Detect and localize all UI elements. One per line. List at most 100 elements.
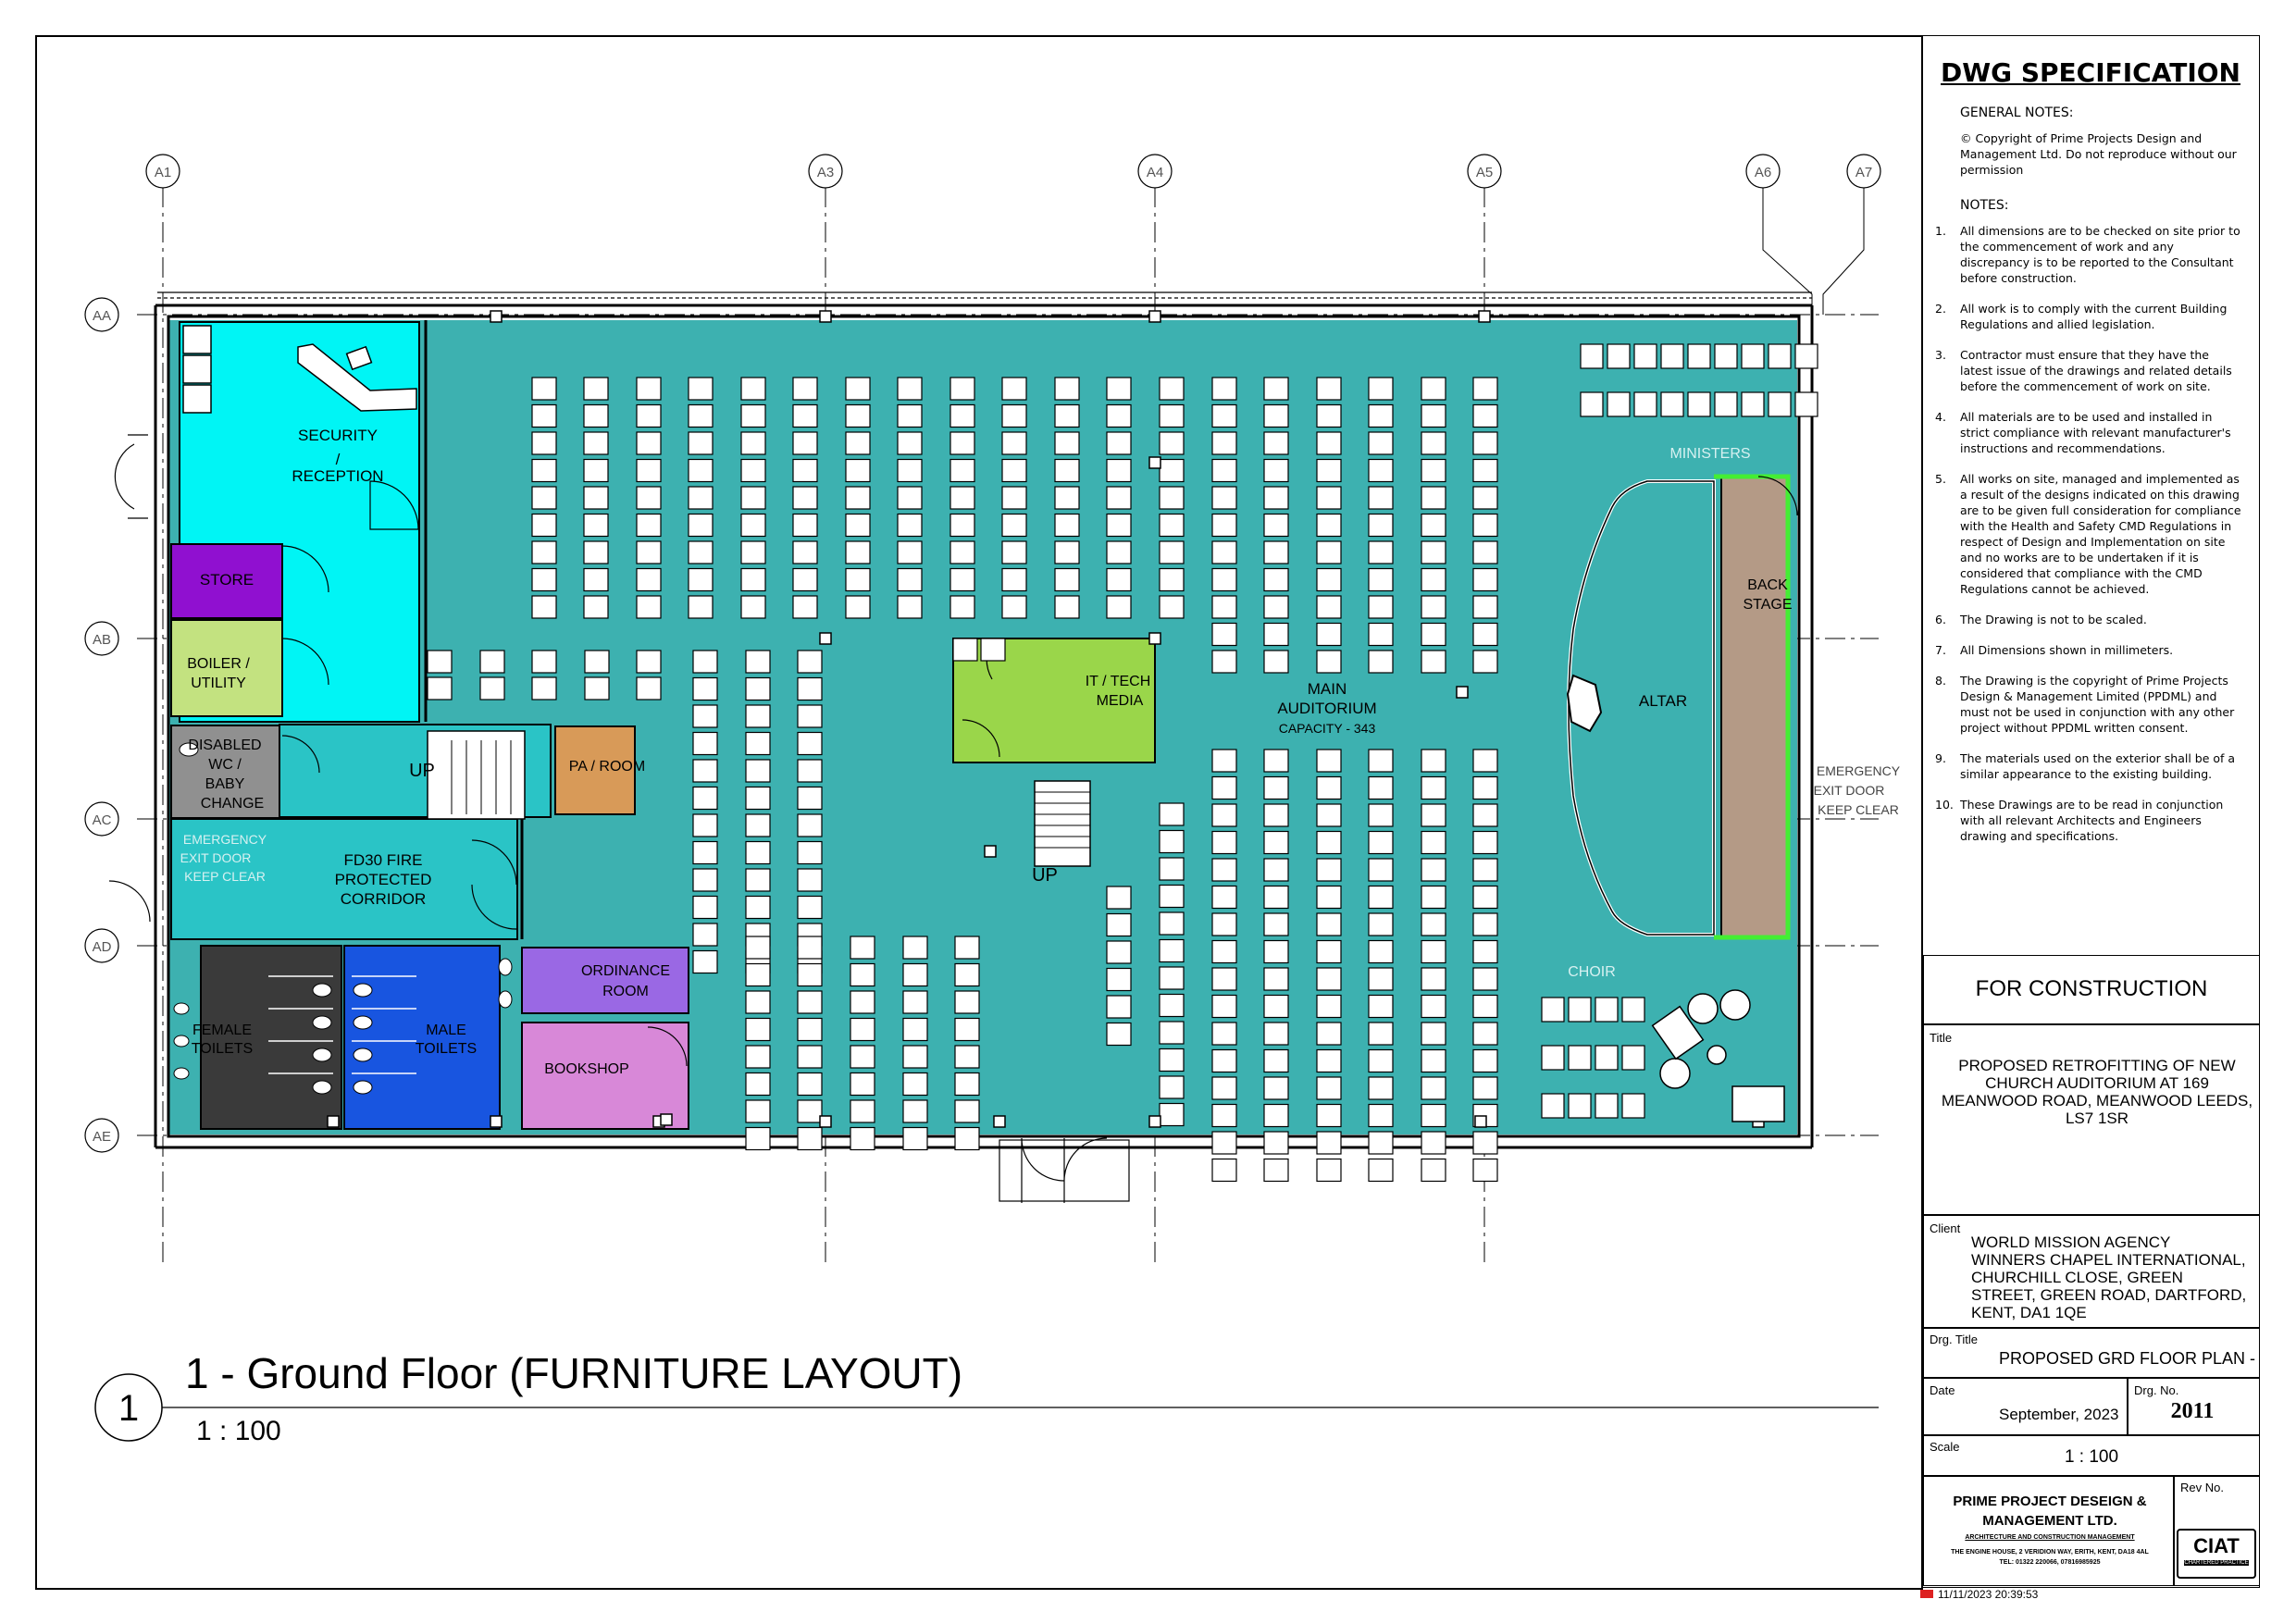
seat [745,1126,771,1151]
note-number: 2. [1935,302,1946,316]
seat [1054,567,1080,592]
label-disabled-4: CHANGE [201,796,264,812]
seat [1159,1102,1185,1127]
seat [1316,830,1342,855]
seat [1263,1158,1289,1183]
seat [1794,391,1818,417]
ordinance-room [521,947,689,1014]
seat [1595,1093,1619,1119]
seat [1159,966,1185,990]
view-number: 1 [118,1388,139,1429]
seat [584,676,610,700]
note-item: 7.All Dimensions shown in millimeters. [1935,642,2242,658]
seat [1316,939,1342,964]
seat [1159,938,1185,963]
seat [1714,391,1738,417]
column-marker [1456,686,1469,699]
label-back-2: STAGE [1743,597,1792,613]
seat [740,377,766,401]
seat [692,840,718,865]
seat [1263,1076,1289,1100]
seat [1054,595,1080,619]
seat [902,1017,928,1042]
seat [1159,540,1185,564]
seat [1368,377,1394,401]
seat [797,759,823,783]
seat [1687,391,1711,417]
note-item: 10.These Drawings are to be read in conj… [1935,797,2242,844]
seat [636,458,662,483]
seat [1472,431,1498,455]
seat [1316,1131,1342,1155]
seat [745,936,771,960]
label-emergency-right-2: EXIT DOOR [1814,783,1885,798]
seat [636,650,662,674]
seat [1054,377,1080,401]
seat [1316,650,1342,674]
seat [1541,1045,1565,1071]
seat [427,650,453,674]
seat [1159,802,1185,826]
label-altar: ALTAR [1639,692,1687,710]
note-text: These Drawings are to be read in conjunc… [1960,798,2224,843]
seat [745,1045,771,1069]
seat [1368,1022,1394,1046]
seat [692,923,718,947]
seat [897,377,923,401]
seat [1421,939,1446,964]
seat [531,567,557,592]
seat [1106,567,1132,592]
seat [740,431,766,455]
date-value: September, 2023 [1999,1406,2119,1423]
column-marker [984,845,997,858]
seat [740,595,766,619]
seat [1263,622,1289,647]
seat [1421,1048,1446,1073]
note-number: 9. [1935,751,1946,765]
seat [1368,803,1394,827]
seat [1316,967,1342,991]
seat [531,486,557,510]
seat [1263,431,1289,455]
seat [1368,540,1394,564]
seat [949,540,975,564]
seat [1421,1022,1446,1046]
seat [1421,486,1446,510]
date-label: Date [1930,1383,1955,1397]
seat [1541,1093,1565,1119]
seat [479,676,505,700]
seat [531,403,557,428]
seat [583,486,609,510]
column-marker [1148,310,1161,323]
seat [1621,1093,1645,1119]
seat [740,513,766,538]
seat [1595,1045,1619,1071]
seat [797,1017,823,1042]
seat [1263,1048,1289,1073]
seat [1421,1076,1446,1100]
seat [1159,431,1185,455]
seat [1472,513,1498,538]
note-text: All materials are to be used and install… [1960,410,2231,455]
seat [1159,458,1185,483]
seat [1159,993,1185,1018]
seat [1472,540,1498,564]
seat [636,595,662,619]
svg-text:AC: AC [93,812,112,828]
seat [1316,622,1342,647]
view-title: 1 1 - Ground Floor (FURNITURE LAYOUT) 1 … [94,1349,1879,1446]
seat [692,895,718,920]
seat [692,759,718,783]
seat [1472,1022,1498,1046]
seat [845,567,871,592]
seat [1263,1103,1289,1128]
store-room [170,543,283,619]
seat [636,567,662,592]
seat [1211,939,1237,964]
drg-title-label: Drg. Title [1930,1333,1979,1346]
seat [692,676,718,701]
seat [902,1126,928,1151]
seat [1263,486,1289,510]
seat [1316,1103,1342,1128]
stair-centre [1034,780,1091,867]
